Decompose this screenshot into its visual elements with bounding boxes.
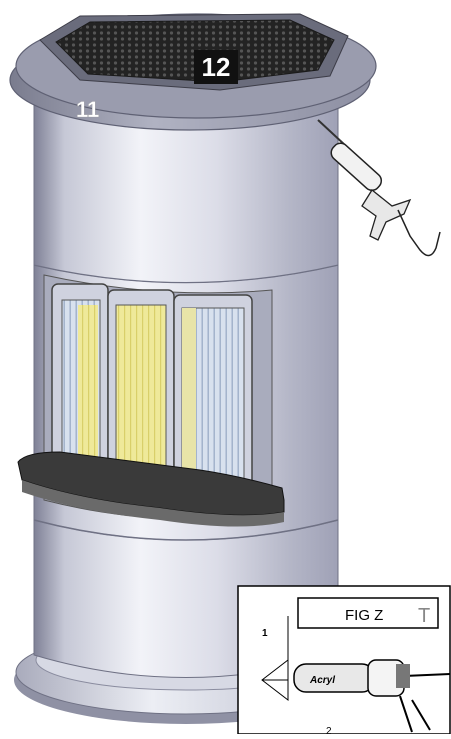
inset-title: FIG Z: [345, 607, 383, 624]
door-panel-right: [173, 294, 253, 501]
callout-11-label: 11: [76, 97, 99, 122]
inset-figure: FIG Z T 1 Acryl 2: [237, 585, 451, 737]
callout-11: 11: [76, 97, 100, 122]
inset-tube-label: Acryl: [309, 675, 335, 686]
inset-corner-mark: T: [418, 605, 430, 627]
door-panel-center: [107, 289, 175, 496]
caulking-gun-icon: [317, 119, 441, 257]
upper-body: [33, 104, 339, 283]
callout-12-label: 12: [202, 52, 231, 82]
middle-body: [17, 264, 339, 541]
inset-caulking-gun-icon: [261, 658, 451, 733]
inset-step-number: 1: [262, 628, 268, 639]
inset-bottom-number: 2: [326, 726, 332, 734]
callout-12: 12: [194, 50, 238, 84]
